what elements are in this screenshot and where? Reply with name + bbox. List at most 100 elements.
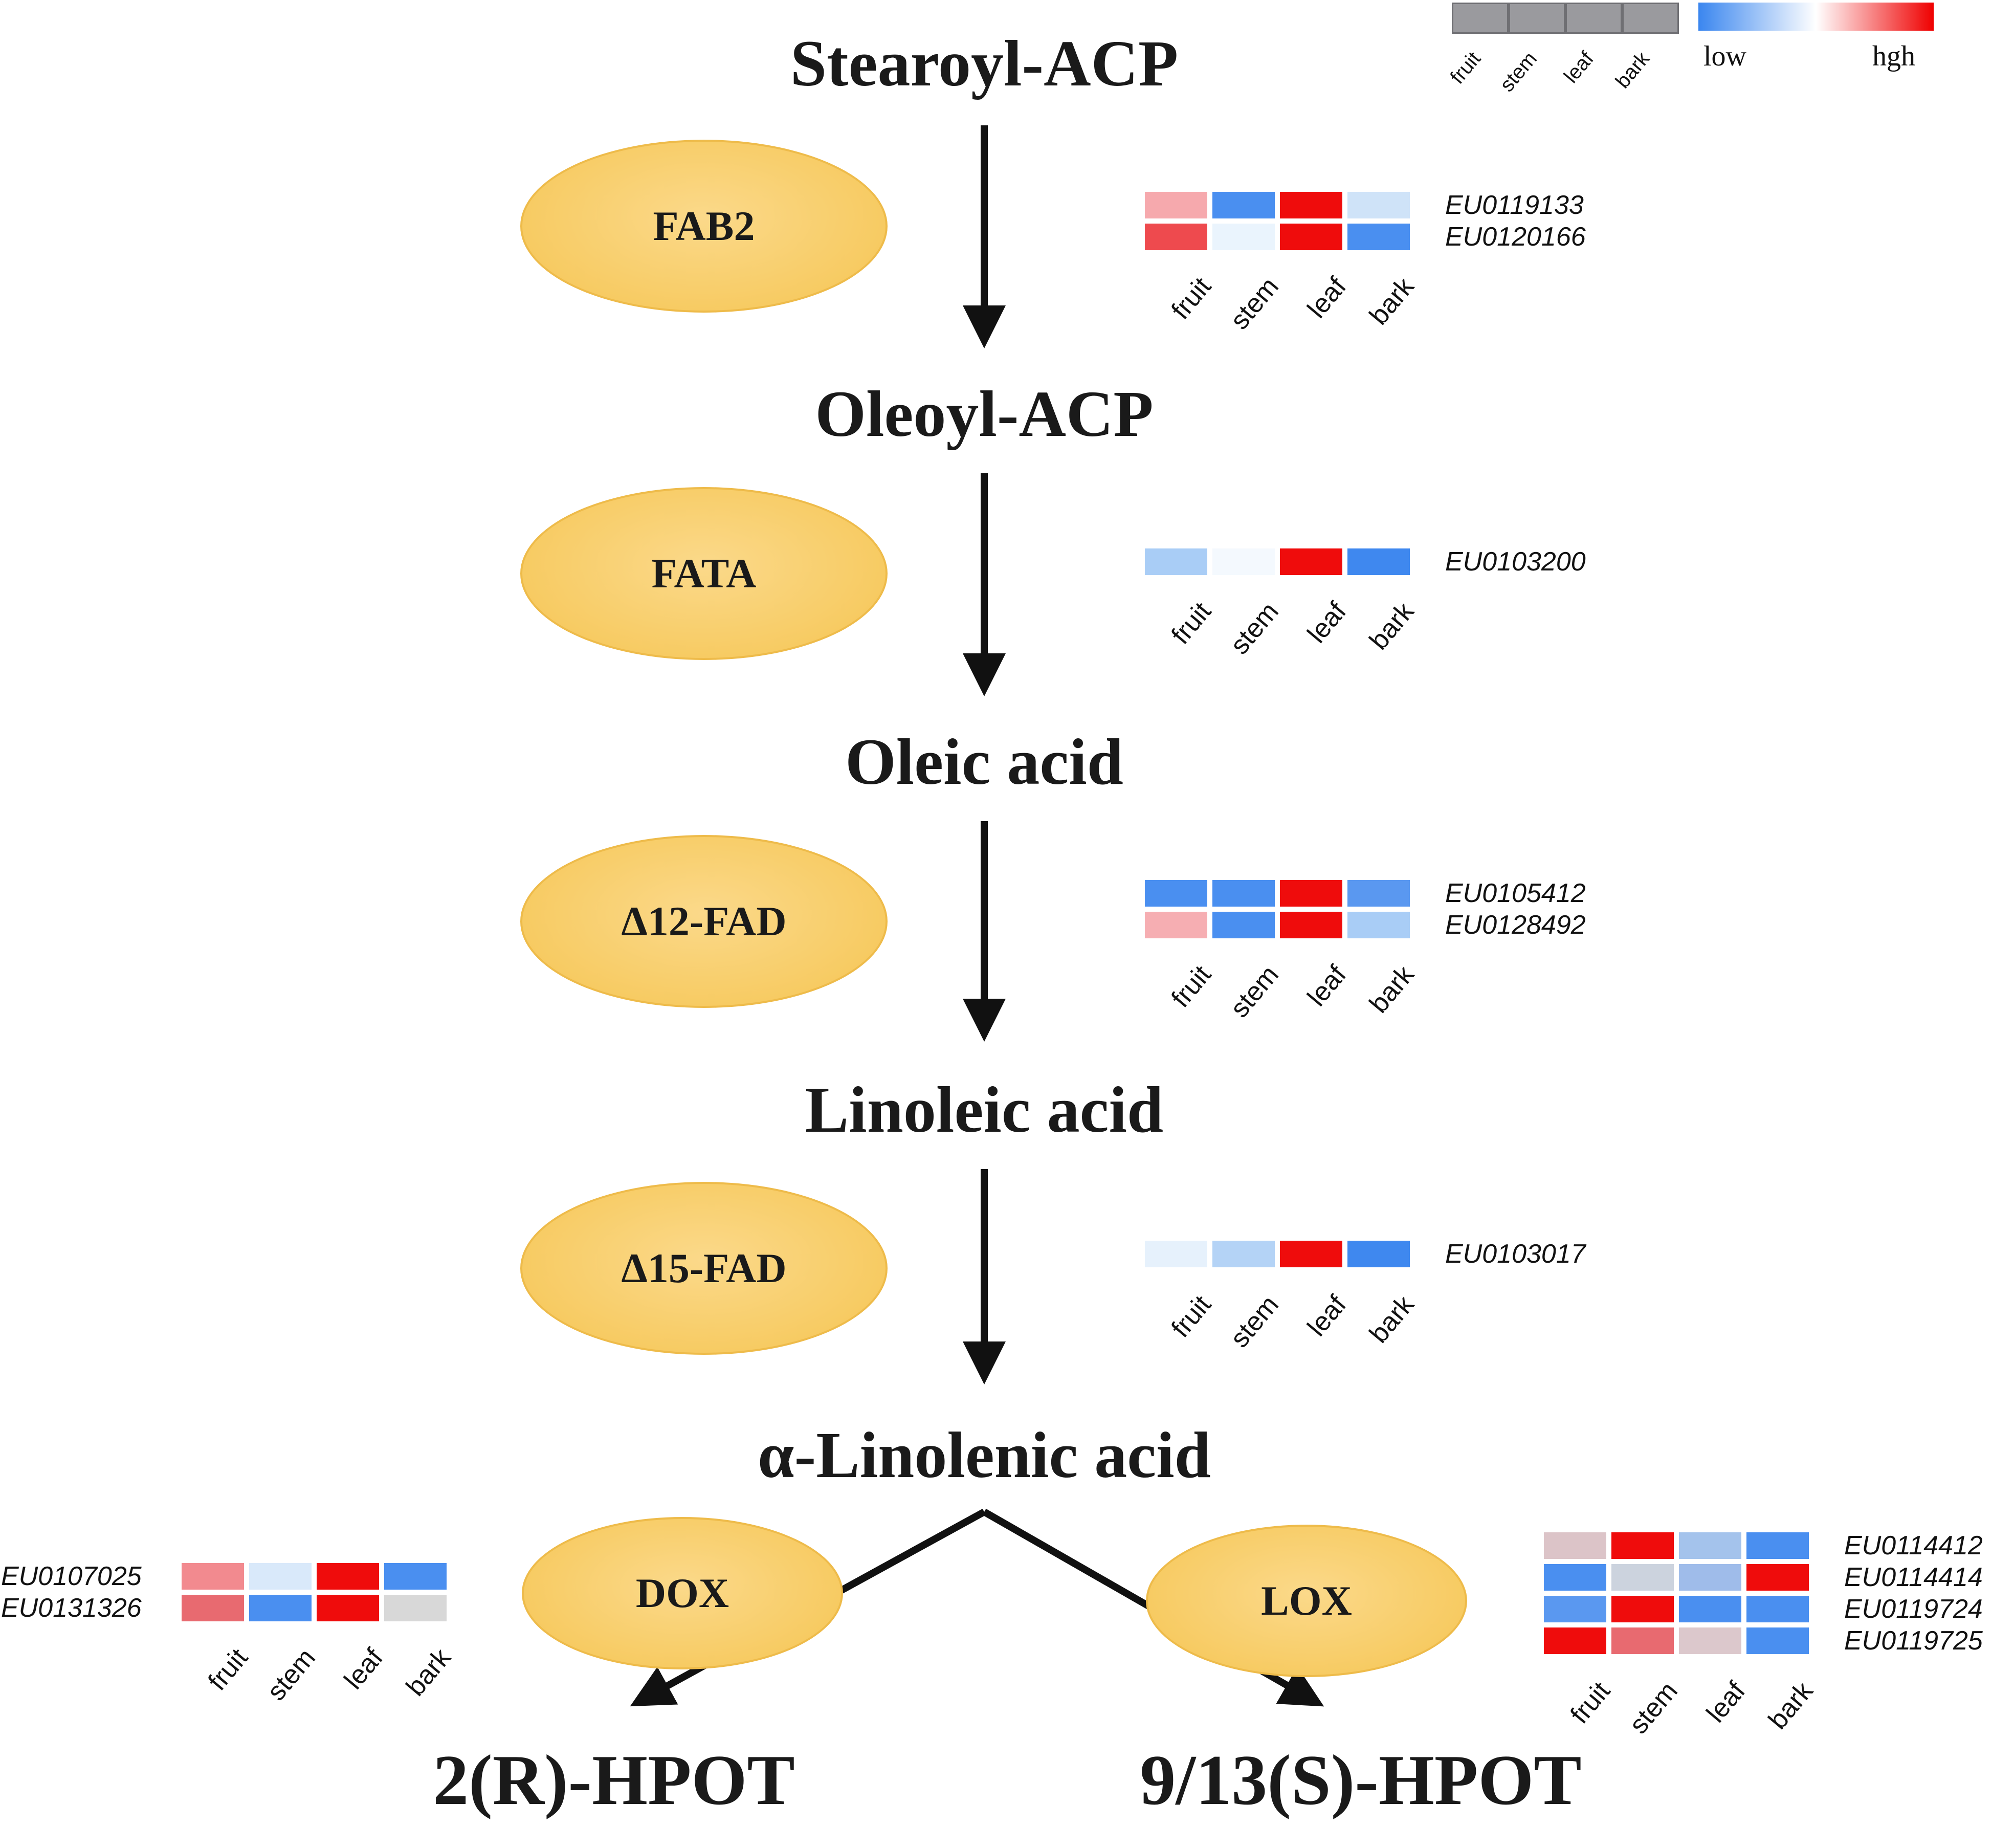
heatmap-cell: [317, 1595, 379, 1621]
heatmap-cell: [1280, 548, 1342, 575]
gene-label: EU0103017: [1445, 1239, 1586, 1269]
heatmap-cell: [1212, 192, 1275, 218]
heatmap-cell: [1746, 1564, 1809, 1591]
heatmap-row: [1544, 1532, 1809, 1559]
metabolite-linoleic-acid: Linoleic acid: [805, 1073, 1164, 1146]
legend-key-cell: [1565, 3, 1622, 34]
enzyme-d15-fad: Δ15-FAD: [520, 1182, 888, 1355]
legend-tissue-key: [1452, 3, 1679, 34]
enzyme-fab2: FAB2: [520, 140, 888, 313]
heatmap-cell: [1544, 1596, 1606, 1622]
enzyme-fata: FATA: [520, 487, 888, 660]
gene-label: EU0120166: [1445, 222, 1586, 252]
legend-low-label: low: [1703, 40, 1746, 72]
gene-label: EU0105412: [1445, 878, 1586, 908]
gene-label: EU0114412: [1844, 1531, 1983, 1560]
heatmap-row: [1145, 224, 1410, 250]
metabolite-stearoyl-acp: Stearoyl-ACP: [790, 27, 1179, 100]
heatmap-cell: [1347, 912, 1410, 938]
heatmap-cell: [1145, 912, 1207, 938]
gene-label: EU0128492: [1445, 910, 1586, 940]
heatmap-cell: [249, 1595, 312, 1621]
heatmap-cell: [1611, 1596, 1674, 1622]
gene-label: EU0131326: [1, 1593, 142, 1623]
enzyme-fab2-label: FAB2: [653, 203, 755, 249]
heatmap-cell: [1212, 224, 1275, 250]
heatmap-row: [1544, 1564, 1809, 1591]
heatmap-cell: [1347, 548, 1410, 575]
heatmap-cell: [1145, 224, 1207, 250]
enzyme-dox-label: DOX: [635, 1570, 729, 1616]
heatmap-cell: [1145, 880, 1207, 907]
gene-label: EU0107025: [1, 1561, 142, 1591]
heatmap-cell: [1347, 880, 1410, 907]
heatmap-row: [182, 1563, 447, 1590]
gene-label: EU0114414: [1844, 1563, 1983, 1592]
metabolite-913s-hpot: 9/13(S)-HPOT: [1140, 1741, 1582, 1820]
legend-key-cell: [1509, 3, 1565, 34]
heatmap-cell: [1611, 1564, 1674, 1591]
metabolite-oleoyl-acp: Oleoyl-ACP: [815, 378, 1154, 450]
gene-label: EU0119724: [1844, 1594, 1983, 1624]
heatmap-cell: [1679, 1627, 1741, 1654]
enzyme-lox-label: LOX: [1261, 1577, 1352, 1624]
gene-label: EU0119133: [1445, 190, 1584, 220]
heatmap-cell: [1145, 192, 1207, 218]
heatmap-cell: [1347, 1241, 1410, 1267]
heatmap-cell: [1280, 224, 1342, 250]
enzyme-lox: LOX: [1146, 1525, 1467, 1677]
heatmap-cell: [1746, 1627, 1809, 1654]
gene-label: EU0103200: [1445, 547, 1586, 577]
heatmap-cell: [1746, 1596, 1809, 1622]
heatmap-cell: [1347, 224, 1410, 250]
heatmap-fab2: [1145, 192, 1410, 255]
heatmap-cell: [1280, 880, 1342, 907]
legend-key-cell: [1452, 3, 1509, 34]
enzyme-d12-fad-label: Δ12-FAD: [621, 898, 787, 944]
heatmap-row: [1145, 548, 1410, 575]
heatmap-cell: [1212, 1241, 1275, 1267]
enzyme-d15-fad-label: Δ15-FAD: [621, 1245, 787, 1291]
heatmap-row: [182, 1595, 447, 1621]
heatmap-fata: [1145, 548, 1410, 580]
heatmap-cell: [1212, 548, 1275, 575]
heatmap-row: [1145, 880, 1410, 907]
heatmap-cell: [384, 1563, 447, 1590]
enzyme-dox: DOX: [522, 1517, 843, 1669]
heatmap-lox: [1544, 1532, 1809, 1659]
heatmap-row: [1544, 1596, 1809, 1622]
heatmap-cell: [1611, 1627, 1674, 1654]
heatmap-cell: [1544, 1532, 1606, 1559]
heatmap-cell: [1145, 1241, 1207, 1267]
metabolite-alpha-linolenic-acid: α-Linolenic acid: [758, 1419, 1211, 1491]
heatmap-cell: [1212, 880, 1275, 907]
heatmap-cell: [1280, 192, 1342, 218]
metabolite-oleic-acid: Oleic acid: [845, 725, 1123, 798]
heatmap-cell: [1746, 1532, 1809, 1559]
enzyme-fata-label: FATA: [651, 550, 757, 597]
heatmap-cell: [182, 1563, 244, 1590]
heatmap-cell: [317, 1563, 379, 1590]
heatmap-cell: [1611, 1532, 1674, 1559]
heatmap-cell: [249, 1563, 312, 1590]
gene-label: EU0119725: [1844, 1626, 1983, 1656]
heatmap-cell: [1544, 1627, 1606, 1654]
heatmap-d15-fad: [1145, 1241, 1410, 1272]
heatmap-row: [1145, 912, 1410, 938]
heatmap-cell: [1280, 912, 1342, 938]
heatmap-cell: [384, 1595, 447, 1621]
heatmap-row: [1544, 1627, 1809, 1654]
heatmap-cell: [1544, 1564, 1606, 1591]
enzyme-d12-fad: Δ12-FAD: [520, 835, 888, 1008]
heatmap-cell: [1347, 192, 1410, 218]
heatmap-cell: [182, 1595, 244, 1621]
legend-color-gradient: [1698, 3, 1934, 31]
legend-high-label: hgh: [1872, 40, 1915, 72]
heatmap-cell: [1679, 1564, 1741, 1591]
heatmap-cell: [1679, 1532, 1741, 1559]
heatmap-row: [1145, 1241, 1410, 1267]
legend-key-cell: [1622, 3, 1679, 34]
metabolite-2r-hpot: 2(R)-HPOT: [433, 1741, 795, 1820]
heatmap-d12-fad: [1145, 880, 1410, 943]
